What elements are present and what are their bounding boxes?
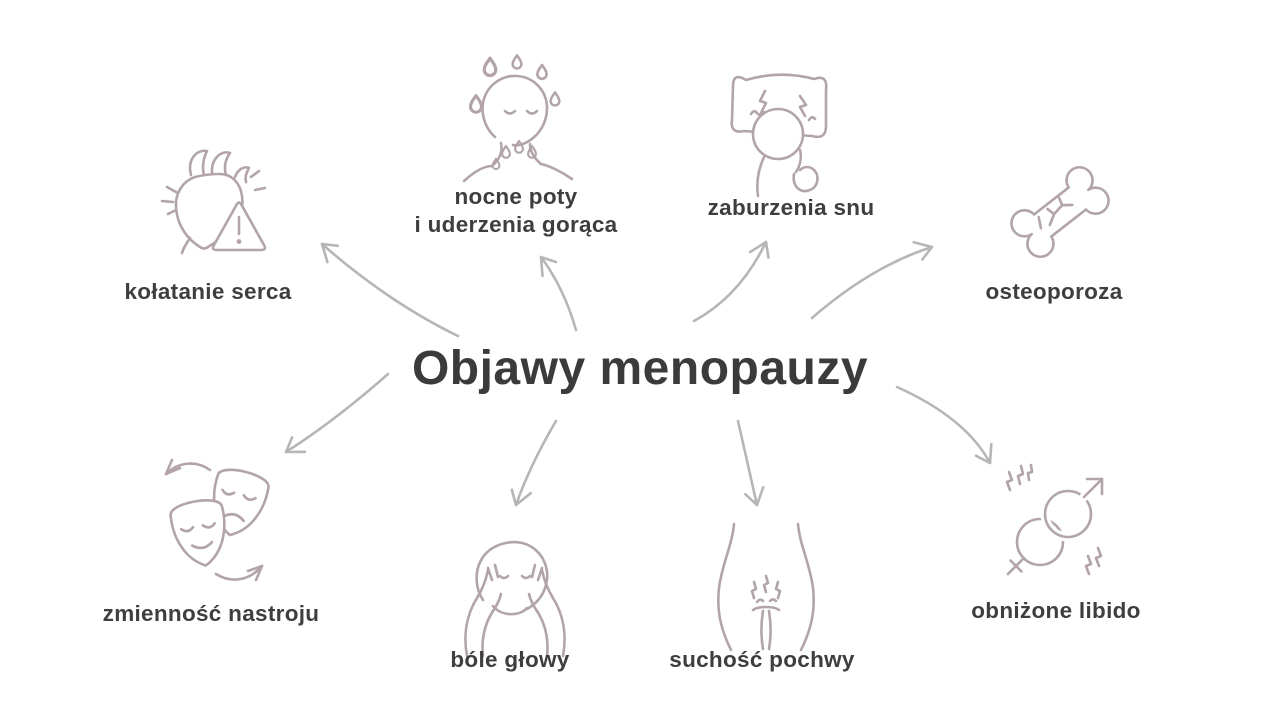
symptom-label-zaburzenia-snu: zaburzenia snu	[707, 195, 875, 220]
arrow-to-zmiennosc-nastroju	[284, 372, 390, 454]
theater-masks-icon	[150, 458, 290, 598]
arrow-to-kolatanie-serca	[320, 242, 460, 338]
symptom-label-zmiennosc-nastroju: zmienność nastroju	[102, 601, 320, 626]
sleep-disturbance-icon	[716, 58, 856, 198]
arrow-to-nocne-poty	[539, 255, 578, 332]
headache-icon	[445, 518, 585, 658]
page-title: Objawy menopauzy	[411, 342, 869, 395]
symptom-label-obnizone-libido: obniżone libido	[971, 598, 1141, 623]
heart-alert-icon	[145, 135, 285, 275]
symptom-label-suchosc-pochwy: suchość pochwy	[669, 647, 855, 672]
symptom-label-nocne-poty: nocne poty i uderzenia gorąca	[414, 184, 618, 237]
sweating-head-icon	[450, 52, 590, 192]
gender-symbols-icon	[984, 456, 1124, 596]
cracked-bone-icon	[990, 142, 1130, 282]
arrow-to-zaburzenia-snu	[692, 240, 770, 323]
symptom-label-kolatanie-serca: kołatanie serca	[124, 279, 292, 304]
symptom-label-osteoporoza: osteoporoza	[985, 279, 1123, 304]
symptom-label-bole-glowy: bóle głowy	[450, 647, 570, 672]
arrow-to-suchosc-pochwy	[736, 419, 765, 507]
arrow-to-obnizone-libido	[895, 385, 993, 465]
arrow-to-osteoporoza	[810, 241, 934, 320]
lower-body-icon	[696, 518, 836, 658]
arrow-to-bole-glowy	[510, 419, 558, 507]
